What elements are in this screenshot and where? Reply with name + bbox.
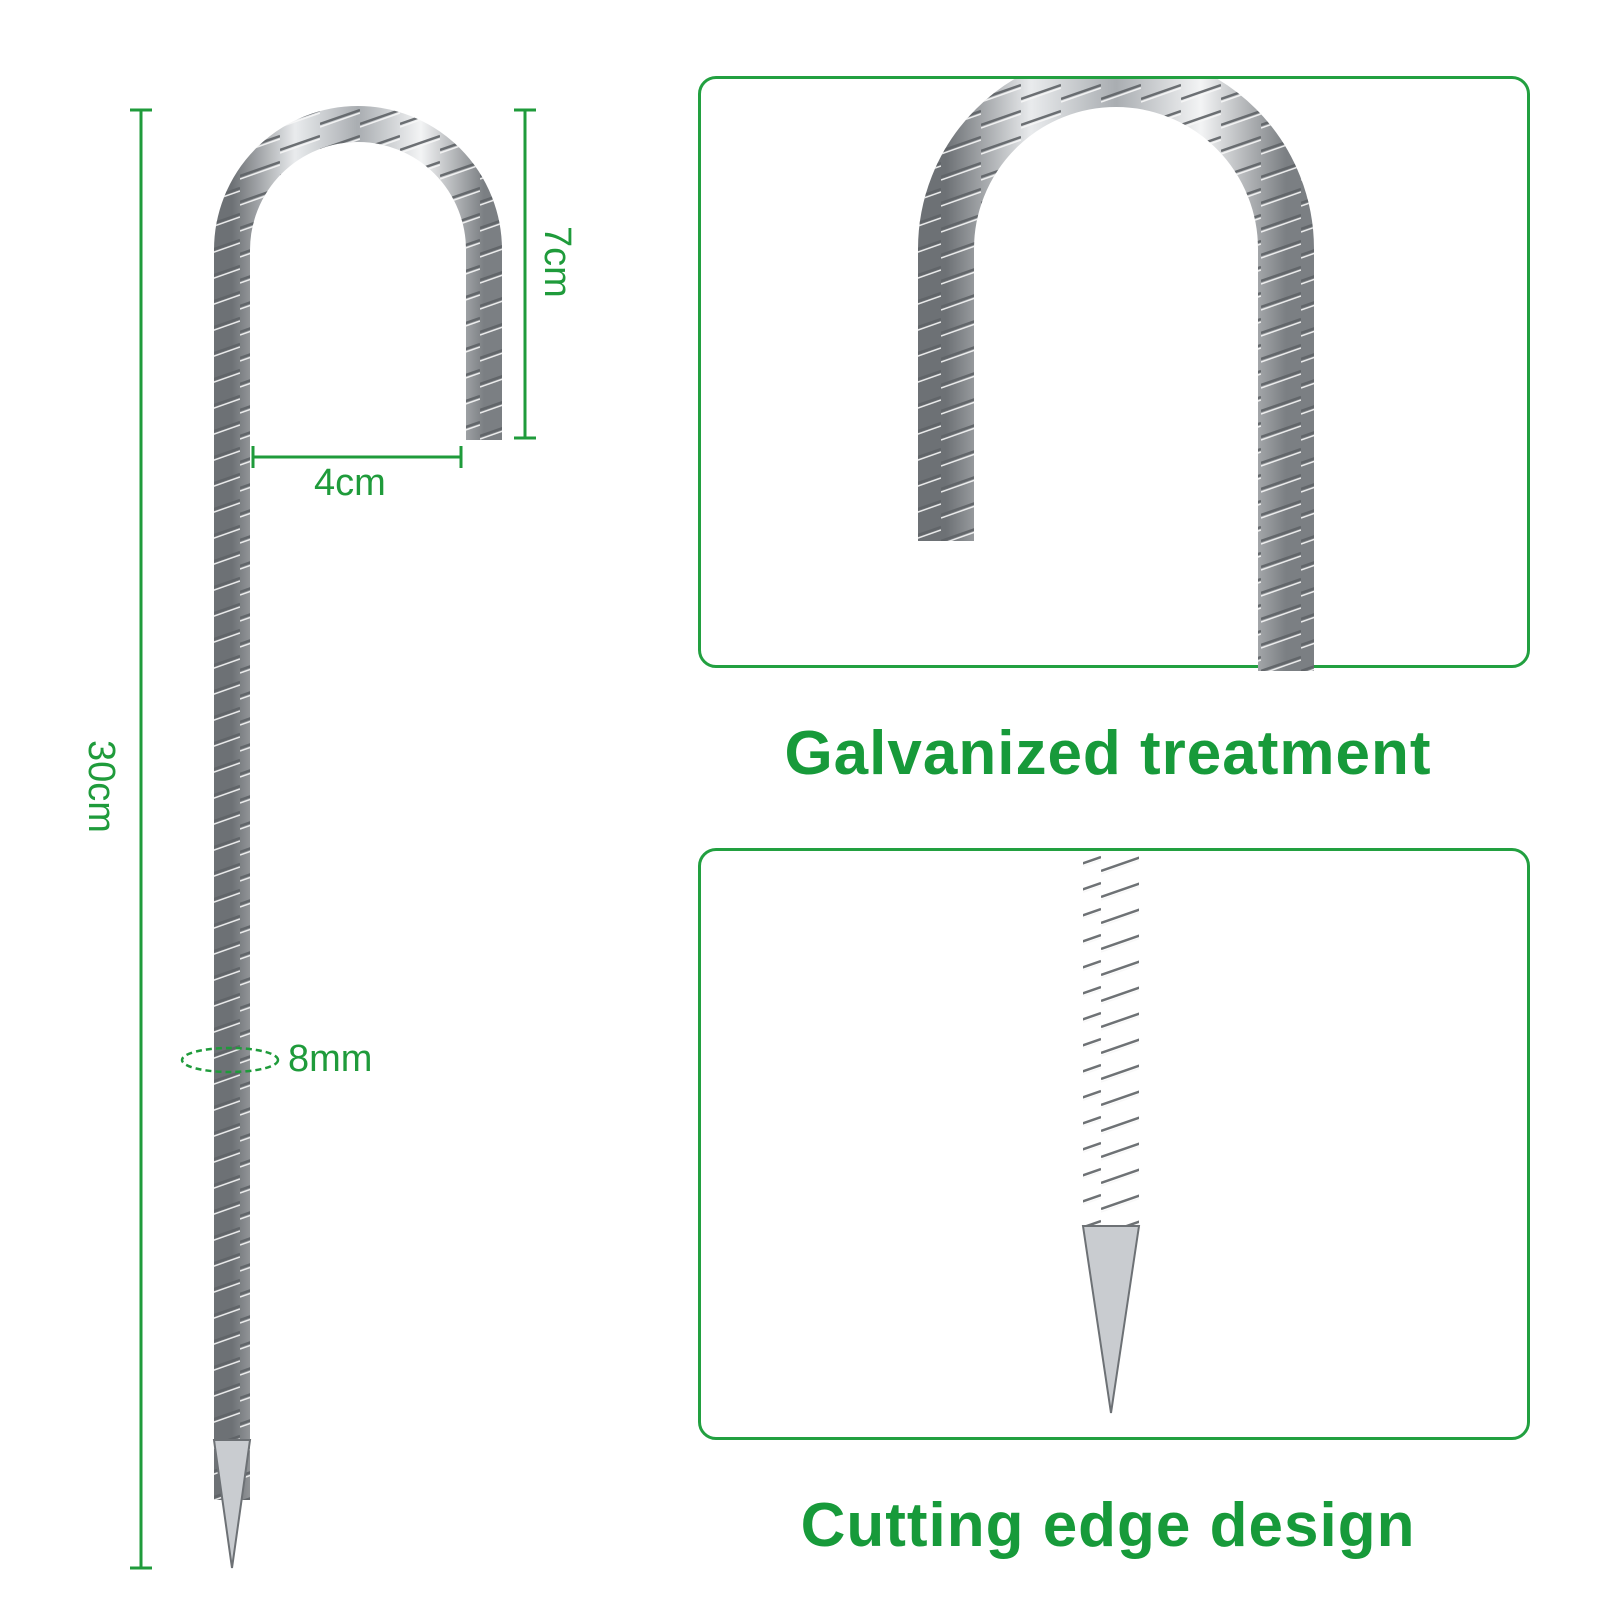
- hook-height-label: 7cm: [536, 226, 578, 298]
- length-label: 30cm: [80, 740, 122, 833]
- tip-closeup-drawing: [1081, 851, 1141, 1414]
- hook-width-dimension-line: [251, 446, 463, 468]
- diameter-label: 8mm: [288, 1038, 373, 1080]
- length-dimension-line: [130, 108, 152, 1570]
- cutting-caption: Cutting edge design: [800, 1491, 1416, 1560]
- diameter-ellipse: [180, 1046, 280, 1074]
- hook-closeup-panel: [698, 76, 1530, 671]
- tip-closeup-panel: [698, 848, 1530, 1440]
- stake-full: [212, 106, 502, 1569]
- hook-height-dimension-line: [514, 108, 536, 440]
- galvanized-caption: Galvanized treatment: [784, 719, 1432, 788]
- hook-closeup-drawing: [918, 79, 1314, 671]
- hook-width-label: 4cm: [314, 462, 386, 504]
